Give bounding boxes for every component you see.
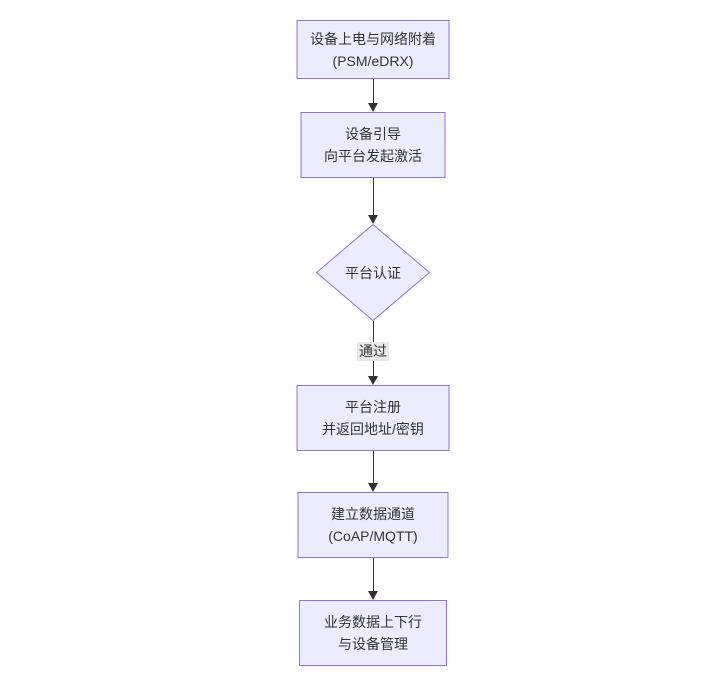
diamond-shape-icon	[316, 224, 430, 321]
arrowhead-down-icon	[368, 215, 378, 224]
node-text-line: 业务数据上下行	[324, 614, 422, 630]
edge-d-e	[368, 451, 378, 492]
arrowhead-down-icon	[368, 591, 378, 600]
arrow-shaft	[372, 558, 374, 592]
node-platform-auth-decision: 平台认证	[316, 224, 430, 321]
arrow-shaft	[372, 451, 374, 484]
arrow-shaft	[372, 178, 374, 216]
node-text-line: 平台注册	[345, 399, 401, 415]
arrow-shaft	[372, 79, 374, 104]
node-text-line: 向平台发起激活	[324, 148, 422, 164]
node-text-line: 并返回地址/密钥	[322, 421, 424, 437]
edge-label-pass: 通过	[357, 342, 389, 361]
node-device-bootstrap-activate: 设备引导 向平台发起激活	[300, 112, 446, 178]
node-text-line: (CoAP/MQTT)	[328, 528, 418, 544]
node-text-line: 平台认证	[345, 264, 401, 281]
node-text-line: 与设备管理	[338, 636, 408, 652]
edge-b-c	[368, 178, 378, 224]
node-business-data-device-mgmt: 业务数据上下行 与设备管理	[299, 600, 447, 666]
node-platform-register: 平台注册 并返回地址/密钥	[296, 385, 450, 451]
arrowhead-down-icon	[368, 376, 378, 385]
arrowhead-down-icon	[368, 483, 378, 492]
node-establish-data-channel: 建立数据通道 (CoAP/MQTT)	[297, 492, 449, 558]
node-text-line: 建立数据通道	[331, 506, 415, 522]
edge-c-d: 通过	[357, 321, 389, 385]
node-device-power-network-attach: 设备上电与网络附着 (PSM/eDRX)	[296, 20, 450, 79]
node-text-line: 设备引导	[345, 126, 401, 142]
node-text-line: (PSM/eDRX)	[332, 52, 414, 69]
node-text-line: 设备上电与网络附着	[310, 30, 436, 47]
arrowhead-down-icon	[368, 103, 378, 112]
edge-a-b	[368, 79, 378, 112]
edge-e-f	[368, 558, 378, 600]
